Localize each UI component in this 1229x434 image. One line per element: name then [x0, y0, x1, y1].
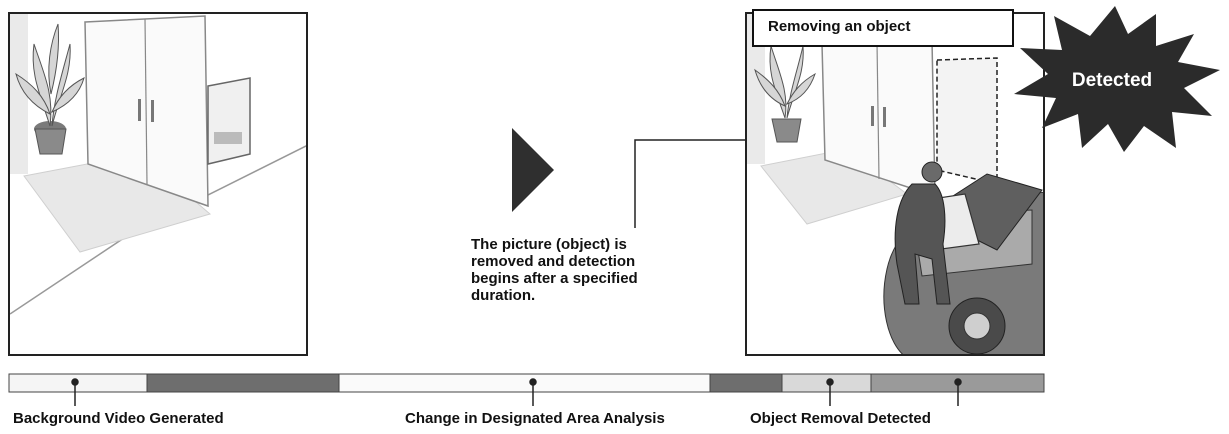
timeline	[8, 373, 1045, 406]
scene-after-illustration	[747, 14, 1043, 354]
plant-leaves	[15, 23, 85, 127]
label-removal-detected: Object Removal Detected	[750, 410, 931, 427]
plant-pot	[34, 128, 67, 155]
description-line: removed and detection	[471, 253, 636, 270]
plant-pot	[771, 118, 802, 143]
door-split	[144, 18, 148, 185]
door-handle-left	[871, 106, 874, 126]
description-line: begins after a specified	[471, 270, 638, 287]
scene-before-illustration	[10, 14, 306, 315]
timeline-segment	[709, 373, 783, 393]
thief-body	[894, 183, 951, 305]
plant-leaves	[754, 45, 816, 119]
poster-detail	[214, 132, 242, 144]
timeline-segment	[338, 373, 711, 393]
label-background-video: Background Video Generated	[13, 410, 224, 427]
door-handle-left	[138, 99, 141, 121]
description-line: The picture (object) is	[471, 236, 627, 253]
description: The picture (object) is removed and dete…	[471, 236, 721, 304]
timeline-markers	[71, 378, 962, 406]
starburst-shape	[1014, 6, 1220, 152]
removed-object-area	[936, 57, 998, 185]
timeline-segment	[146, 373, 340, 393]
detected-label: Detected	[1072, 70, 1152, 91]
removing-object-title: Removing an object	[752, 9, 1014, 47]
description-line: duration.	[471, 287, 536, 304]
arrow-right-icon	[512, 128, 554, 212]
car-hubcap	[963, 312, 991, 340]
door-handle-right	[883, 107, 886, 127]
thief-head	[921, 161, 943, 183]
scene-before-removal	[8, 12, 308, 356]
scene-after-removal	[745, 12, 1045, 356]
brick-wall	[10, 14, 28, 174]
brick-wall	[747, 14, 765, 164]
door-split	[876, 41, 880, 180]
detected-starburst: Detected	[1014, 6, 1220, 152]
label-area-analysis: Change in Designated Area Analysis	[405, 410, 665, 427]
door-handle-right	[151, 100, 154, 122]
